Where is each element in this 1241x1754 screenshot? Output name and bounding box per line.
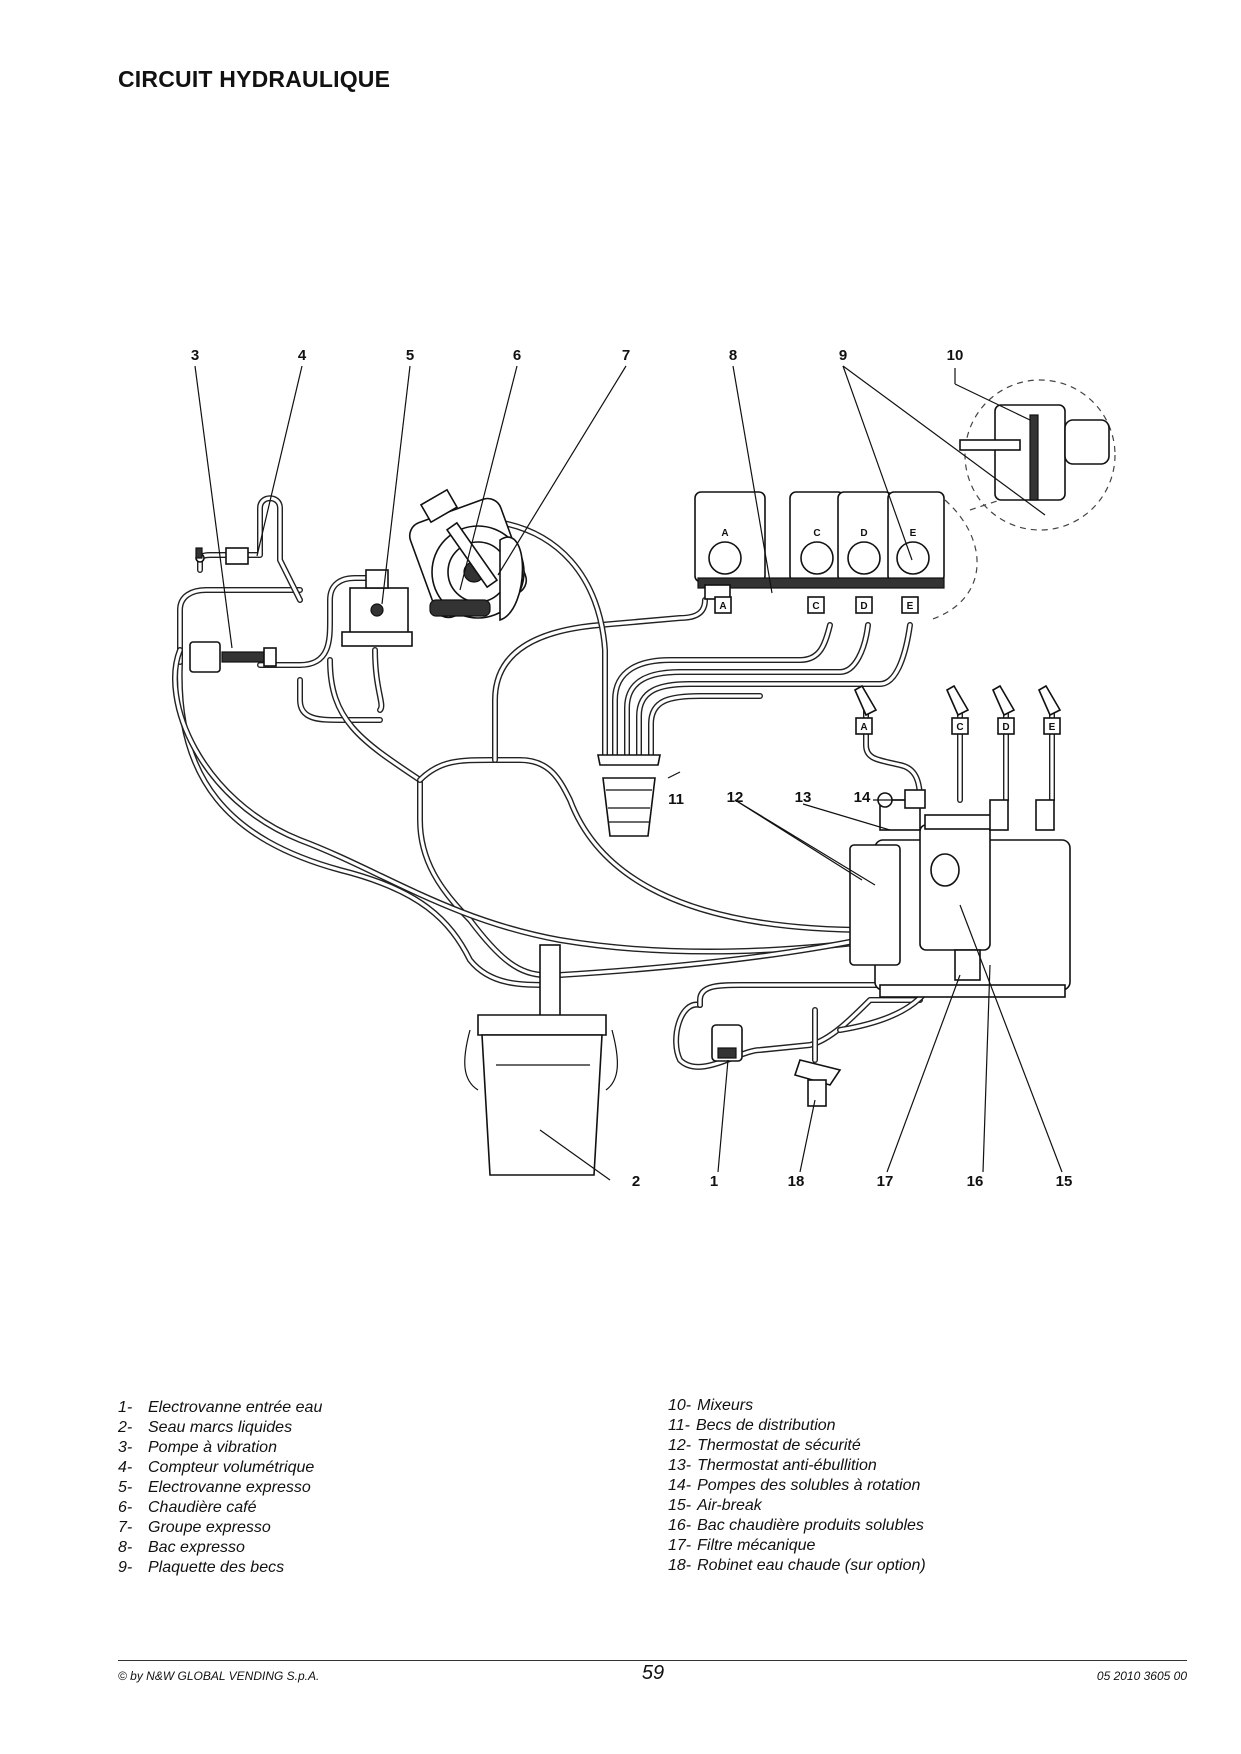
mechanical-filter: [954, 949, 981, 981]
callout-numbers: 3 4 5 6 7 8 9 10 11 12 13 14 2 1 18 17 1…: [191, 347, 1073, 1190]
pipe-network: [172, 495, 1055, 1070]
legend-left: 1-Electrovanne entrée eau 2-Seau marcs l…: [118, 1398, 322, 1578]
mixer-detail-zoom: [929, 379, 1116, 621]
callout-14: 14: [854, 789, 871, 806]
footer-divider: [118, 1660, 1187, 1661]
legend-item: 3-Pompe à vibration: [118, 1439, 277, 1456]
canister-letter: D: [860, 528, 867, 539]
volumetric-meter: [195, 547, 249, 565]
callout-15: 15: [1056, 1173, 1073, 1190]
callout-6: 6: [513, 347, 521, 364]
canister-row: [694, 491, 945, 600]
legend-item: 13-Thermostat anti-ébullition: [668, 1457, 877, 1474]
legend-right: 10-Mixeurs 11-Becs de distribution 12-Th…: [668, 1396, 926, 1576]
legend-item: 11-Becs de distribution: [668, 1417, 836, 1434]
footer-copyright: © by N&W GLOBAL VENDING S.p.A.: [118, 1669, 320, 1683]
legend-item: 4-Compteur volumétrique: [118, 1459, 315, 1476]
callout-4: 4: [298, 347, 307, 364]
legend-item: 1-Electrovanne entrée eau: [118, 1399, 323, 1416]
mixer-tag: D: [860, 601, 867, 612]
canister-letter: A: [721, 528, 728, 539]
legend-item: 9-Plaquette des becs: [118, 1559, 285, 1576]
canister-letter-labels: A C D E: [721, 528, 916, 539]
page-number: 59: [641, 1662, 665, 1684]
espresso-group: [445, 521, 524, 622]
callout-5: 5: [406, 347, 414, 364]
callout-17: 17: [877, 1173, 894, 1190]
page-title: CIRCUIT HYDRAULIQUE: [118, 66, 391, 92]
mixer-tag: E: [907, 601, 914, 612]
spout-tag: C: [956, 722, 963, 733]
spout-tags: A C D E: [853, 684, 1062, 735]
spout-tag: E: [1049, 722, 1056, 733]
legend-item: 16-Bac chaudière produits solubles: [668, 1517, 924, 1534]
callout-10: 10: [947, 347, 964, 364]
callout-3: 3: [191, 347, 199, 364]
callout-13: 13: [795, 789, 812, 806]
mixer-tags: A C D E: [714, 596, 919, 614]
waste-bucket: [464, 944, 618, 1176]
legend-item: 5-Electrovanne expresso: [118, 1479, 311, 1496]
leader-lines: [194, 365, 1063, 1181]
callout-8: 8: [729, 347, 737, 364]
espresso-solenoid-valve: [341, 569, 413, 647]
legend-item: 18-Robinet eau chaude (sur option): [668, 1557, 926, 1574]
legend-item: 15-Air-break: [668, 1497, 762, 1514]
callout-2: 2: [632, 1173, 640, 1190]
legend-item: 8-Bac expresso: [118, 1539, 245, 1556]
rotary-pumps: [904, 789, 926, 809]
legend-item: 17-Filtre mécanique: [668, 1537, 816, 1554]
legend-item: 12-Thermostat de sécurité: [668, 1437, 861, 1454]
hot-water-tap: [793, 1059, 842, 1107]
callout-9: 9: [839, 347, 847, 364]
canister-letter: C: [813, 528, 820, 539]
mixer-tag: C: [812, 601, 819, 612]
mixer-tag: A: [719, 601, 726, 612]
callout-18: 18: [788, 1173, 805, 1190]
solubles-boiler: [849, 789, 1071, 998]
distribution-spouts: [597, 754, 661, 837]
legend-item: 6-Chaudière café: [118, 1499, 257, 1516]
legend-item: 10-Mixeurs: [668, 1397, 754, 1414]
vibration-pump: [189, 641, 277, 673]
callout-7: 7: [622, 347, 630, 364]
water-inlet-valve: [711, 1024, 743, 1062]
legend-item: 2-Seau marcs liquides: [118, 1419, 293, 1436]
callout-16: 16: [967, 1173, 984, 1190]
air-break: [919, 824, 991, 951]
canister-letter: E: [910, 528, 917, 539]
legend-item: 7-Groupe expresso: [118, 1519, 271, 1536]
callout-11: 11: [668, 791, 684, 808]
document-code: 05 2010 3605 00: [1096, 1669, 1187, 1683]
spout-tag: A: [860, 722, 867, 733]
legend-item: 14-Pompes des solubles à rotation: [668, 1477, 921, 1494]
callout-1: 1: [710, 1173, 718, 1190]
spout-tag: D: [1002, 722, 1009, 733]
callout-12: 12: [727, 789, 744, 806]
safety-thermostat: [849, 844, 901, 966]
